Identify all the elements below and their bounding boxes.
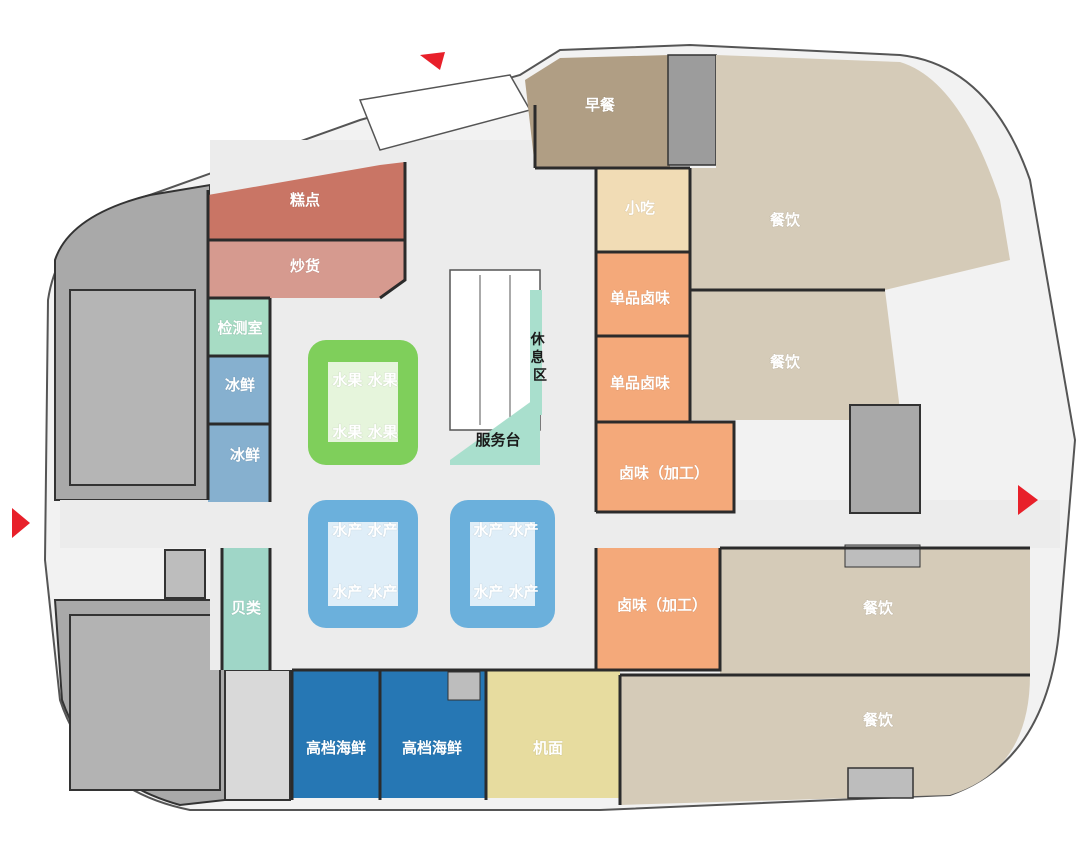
label-braised-1: 单品卤味 <box>610 289 670 307</box>
service-cluster <box>667 54 717 166</box>
room-braised-2 <box>596 336 690 422</box>
label-braised-2: 单品卤味 <box>610 374 670 392</box>
label-pastry: 糕点 <box>290 191 320 209</box>
label-breakfast: 早餐 <box>585 96 616 114</box>
label-dining-2: 餐饮 <box>770 353 801 371</box>
label-braised-proc-1: 卤味（加工） <box>619 464 709 482</box>
stair-right <box>849 404 921 514</box>
label-aquatic-right-bottom: 水产 水产 <box>473 583 538 601</box>
room-breakfast <box>525 55 670 168</box>
label-aquatic-left-bottom: 水产 水产 <box>332 583 397 601</box>
room-snack <box>596 168 690 252</box>
label-snack: 小吃 <box>625 199 655 217</box>
label-test-room: 检测室 <box>217 319 262 337</box>
room-braised-1 <box>596 252 690 336</box>
room-dining-2 <box>690 290 900 420</box>
label-aquatic-right-top: 水产 水产 <box>473 521 538 539</box>
label-frozen-2: 冰鲜 <box>230 446 260 464</box>
entrance-marker-top <box>420 52 445 70</box>
label-fruit-bottom: 水果 水果 <box>332 423 398 441</box>
label-rest-area-2: 息 <box>531 349 545 366</box>
label-dining-3: 餐饮 <box>863 599 894 617</box>
label-service-desk: 服务台 <box>475 431 520 449</box>
room-test <box>208 298 270 356</box>
label-fruit-top: 水果 水果 <box>332 371 398 389</box>
room-snack-fry <box>208 240 405 298</box>
elevator-left <box>164 549 206 599</box>
escalator <box>449 269 541 431</box>
rest-area-strip <box>530 290 542 415</box>
entrance-marker-right <box>1018 485 1038 515</box>
room-shellfish <box>222 548 270 670</box>
kiosk-aquatic-left-inner <box>328 522 398 606</box>
room-braised-proc-1 <box>596 422 734 512</box>
room-frozen-1 <box>208 356 270 424</box>
room-noodle <box>486 670 620 798</box>
small-room-right <box>844 544 921 568</box>
label-rest-area-3: 区 <box>533 368 547 384</box>
stair-left-bottom <box>224 669 291 801</box>
label-rest-area-1: 休 <box>530 331 546 348</box>
left-storage-room <box>69 289 196 486</box>
kiosk-aquatic-right-inner <box>470 522 535 606</box>
kiosk-fruit-inner <box>328 362 398 442</box>
label-aquatic-left-top: 水产 水产 <box>332 521 397 539</box>
small-room-bottom <box>447 671 481 701</box>
room-dining-3 <box>720 548 1030 675</box>
label-braised-proc-2: 卤味（加工） <box>617 596 707 614</box>
room-pastry <box>208 162 405 240</box>
left-bottom-room <box>69 614 221 791</box>
label-frozen-1: 冰鲜 <box>225 376 255 394</box>
service-desk-area <box>450 395 540 465</box>
label-noodle: 机面 <box>533 739 563 757</box>
room-frozen-2 <box>208 424 270 502</box>
wall-lines <box>206 105 1030 805</box>
label-dining-1: 餐饮 <box>770 211 801 229</box>
label-seafood-1: 高档海鲜 <box>306 739 366 757</box>
label-snack-fry: 炒货 <box>290 257 320 275</box>
room-dining-4 <box>620 675 1030 805</box>
small-room-bottom-right <box>847 767 914 799</box>
label-seafood-2: 高档海鲜 <box>402 739 462 757</box>
room-seafood-1 <box>292 670 380 798</box>
label-shellfish: 贝类 <box>231 599 262 617</box>
room-dining-1 <box>690 55 1010 290</box>
room-braised-proc-2 <box>596 548 720 670</box>
label-dining-4: 餐饮 <box>863 711 894 729</box>
label-rest-area: 休 息 区 <box>530 331 550 384</box>
entrance-marker-left <box>12 508 30 538</box>
